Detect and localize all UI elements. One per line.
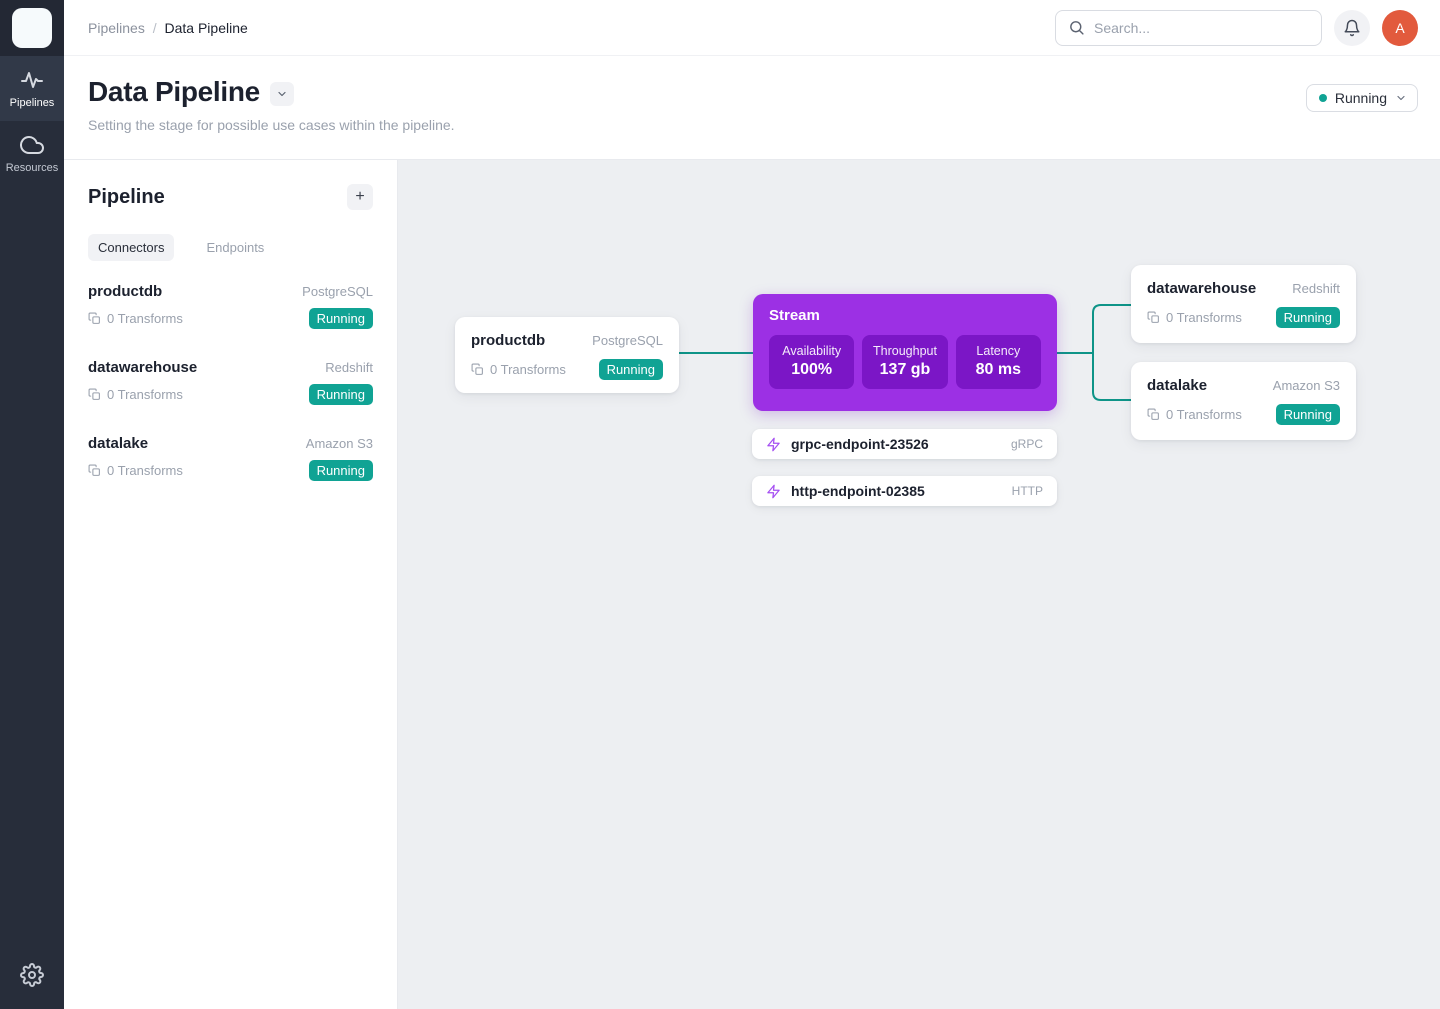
breadcrumb-parent[interactable]: Pipelines [88,19,145,36]
endpoint-grpc[interactable]: grpc-endpoint-23526 gRPC [752,429,1057,459]
page-subtitle: Setting the stage for possible use cases… [88,117,455,133]
page-header: Data Pipeline Setting the stage for poss… [64,56,1440,160]
connector-type: PostgreSQL [302,284,373,299]
status-dot [1318,94,1327,102]
metric-throughput: Throughput 137 gb [862,335,948,389]
metric-value: 100% [791,361,833,378]
panel-title: Pipeline [88,185,165,208]
transforms-count: 0 Transforms [1166,407,1242,422]
sidebar-item-label: Resources [5,162,59,174]
metric-latency: Latency 80 ms [955,335,1041,389]
avatar-initial: A [1395,19,1405,36]
metric-value: 137 gb [879,361,931,378]
metric-value: 80 ms [975,361,1021,378]
list-item-productdb[interactable]: productdb PostgreSQL 0 Transforms Runnin… [88,283,373,329]
node-productdb[interactable]: productdb PostgreSQL 0 Transforms Runnin… [455,317,679,393]
endpoint-protocol: gRPC [1010,437,1043,451]
cloud-icon [20,133,44,157]
add-button[interactable]: + [347,184,373,210]
bell-icon [1343,19,1361,37]
search-input[interactable] [1094,19,1309,36]
logo-container [0,0,64,56]
avatar[interactable]: A [1382,9,1418,46]
endpoint-http[interactable]: http-endpoint-02385 HTTP [752,476,1057,506]
node-name: datalake [1147,377,1208,394]
sidebar-item-pipelines[interactable]: Pipelines [0,56,64,121]
node-datawarehouse[interactable]: datawarehouse Redshift 0 Transforms Runn… [1131,265,1356,343]
list-item-datawarehouse[interactable]: datawarehouse Redshift 0 Transforms Runn… [88,359,373,405]
gear-icon [20,963,44,987]
metric-label: Latency [976,344,1021,358]
endpoint-name: http-endpoint-02385 [791,483,925,499]
tab-endpoints[interactable]: Endpoints [206,240,265,255]
sidebar: Pipelines Resources [0,0,64,1009]
title-menu-button[interactable] [269,82,294,106]
bolt-icon [766,437,781,452]
bolt-icon [766,484,781,499]
connector-name: datalake [88,435,149,452]
main-area: Pipelines / Data Pipeline A [64,0,1440,1009]
node-datalake[interactable]: datalake Amazon S3 0 Transforms Running [1131,362,1356,440]
metric-label: Availability [782,344,842,358]
status-badge: Running [1275,404,1340,425]
transforms-icon [1147,311,1160,324]
panel-tabs: Connectors Endpoints [88,234,373,261]
endpoint-name: grpc-endpoint-23526 [791,436,929,452]
transforms-count: 0 Transforms [1166,310,1242,325]
status-label: Running [1334,90,1387,106]
chevron-down-icon [276,88,288,100]
connector-name: datawarehouse [88,359,198,376]
sidebar-item-label: Pipelines [9,97,55,109]
transforms-count: 0 Transforms [107,311,183,326]
transforms-count: 0 Transforms [107,387,183,402]
stream-title: Stream [769,307,820,324]
connector-list: productdb PostgreSQL 0 Transforms Runnin… [88,283,373,481]
breadcrumb-current: Data Pipeline [164,19,248,36]
notifications-button[interactable] [1334,9,1370,46]
transforms-icon [88,388,101,401]
connection-edges [679,304,1132,401]
status-badge: Running [598,359,663,380]
search-icon [1068,19,1085,36]
node-name: datawarehouse [1147,280,1257,297]
status-dropdown[interactable]: Running [1305,84,1418,112]
node-stream[interactable]: Stream Availability 100% Throughput 137 … [753,294,1057,411]
sidebar-item-resources[interactable]: Resources [0,121,64,186]
transforms-count: 0 Transforms [490,362,566,377]
app-logo[interactable] [12,8,52,48]
status-badge: Running [308,308,373,329]
status-badge: Running [1275,307,1340,328]
settings-button[interactable] [20,963,44,987]
connector-name: productdb [88,283,163,300]
status-badge: Running [308,460,373,481]
metric-availability: Availability 100% [769,335,855,389]
status-badge: Running [308,384,373,405]
activity-icon [20,68,44,92]
transforms-icon [471,363,484,376]
search-box[interactable] [1055,9,1322,46]
pipeline-canvas[interactable]: productdb PostgreSQL 0 Transforms Runnin… [398,160,1440,1009]
transforms-icon [1147,408,1160,421]
transforms-icon [88,464,101,477]
pipeline-panel: Pipeline + Connectors Endpoints productd… [64,160,398,1009]
breadcrumb-separator: / [152,19,157,36]
tab-connectors[interactable]: Connectors [88,234,175,261]
node-type: PostgreSQL [592,333,663,348]
node-name: productdb [471,332,546,349]
connector-type: Redshift [325,360,373,375]
page-title: Data Pipeline [88,76,260,107]
metric-label: Throughput [873,344,937,358]
node-type: Redshift [1292,281,1340,296]
top-bar: Pipelines / Data Pipeline A [64,0,1440,56]
list-item-datalake[interactable]: datalake Amazon S3 0 Transforms Running [88,435,373,481]
transforms-count: 0 Transforms [107,463,183,478]
endpoint-protocol: HTTP [1011,484,1043,498]
connector-type: Amazon S3 [305,436,373,451]
chevron-down-icon [1395,92,1407,104]
node-type: Amazon S3 [1272,378,1340,393]
breadcrumb: Pipelines / Data Pipeline [88,20,248,36]
transforms-icon [88,312,101,325]
